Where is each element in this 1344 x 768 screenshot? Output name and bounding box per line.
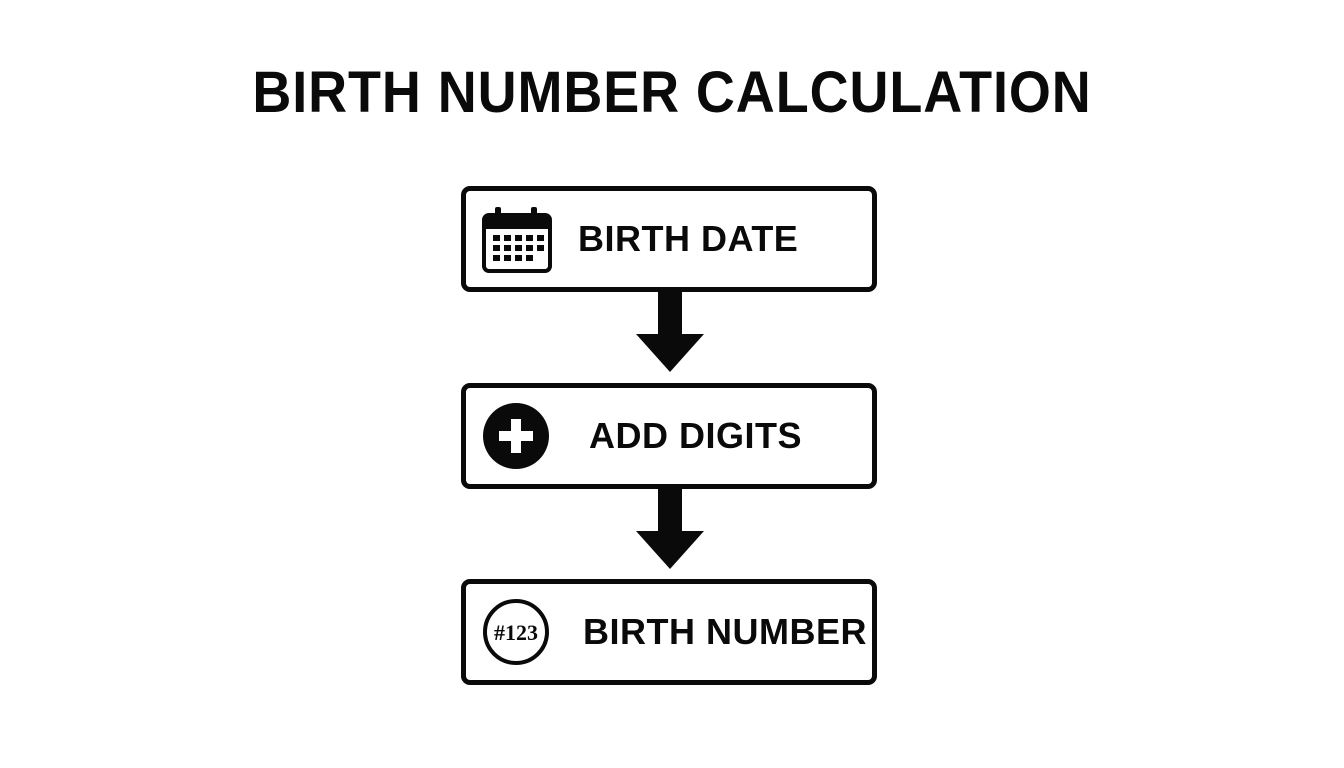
plus-circle-icon — [483, 403, 549, 469]
step-label-add-digits: ADD DIGITS — [589, 415, 803, 456]
arrow-down-icon — [636, 487, 704, 569]
step-label-birth-number: BIRTH NUMBER — [583, 611, 867, 652]
hash-number-icon-text: #123 — [494, 620, 538, 645]
diagram-title: BIRTH NUMBER CALCULATION — [252, 60, 1092, 125]
step-add-digits-box: ADD DIGITS — [461, 383, 877, 489]
step-label-birth-date: BIRTH DATE — [578, 218, 799, 259]
step-birth-date-box: BIRTH DATE — [461, 186, 877, 292]
calendar-icon — [482, 207, 552, 273]
step-birth-number-box: #123 BIRTH NUMBER — [461, 579, 877, 685]
arrow-down-icon — [636, 290, 704, 372]
hash-number-icon: #123 — [483, 599, 549, 665]
